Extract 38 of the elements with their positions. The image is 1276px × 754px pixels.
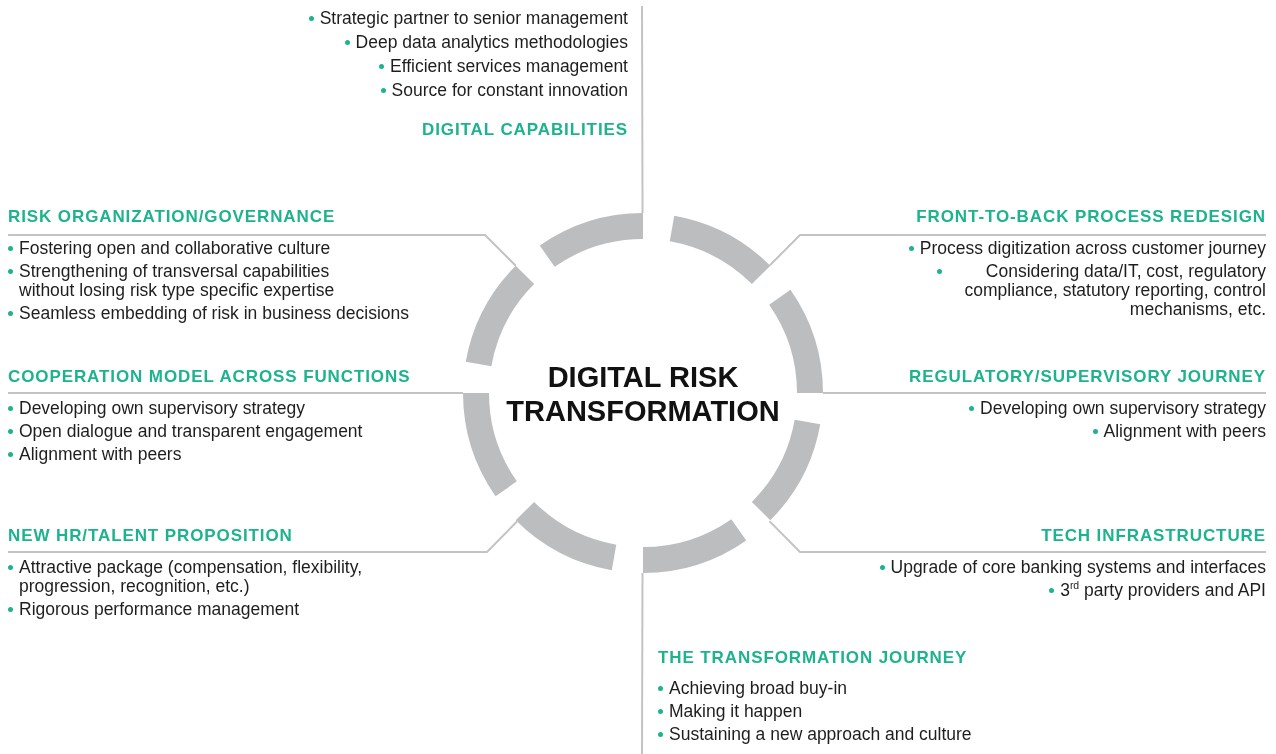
center-title: DIGITAL RISK TRANSFORMATION (505, 360, 781, 428)
bullet-text: Achieving broad buy-in (669, 679, 848, 698)
leader-line (7, 392, 464, 394)
section-heading: FRONT-TO-BACK PROCESS REDESIGN (915, 207, 1266, 227)
bullet-text: Seamless embedding of risk in business decisions (19, 304, 410, 323)
bullet-text: Considering data/IT, cost, regulatory compliance, statutory reporting, control mechanisms, etc. (963, 262, 1266, 319)
bullet-text: Deep data analytics methodologies (355, 33, 628, 52)
section-heading: RISK ORGANIZATION/GOVERNANCE (8, 207, 337, 227)
bullet-text: Attractive package (compensation, flexibility, progression, recognition, etc.) (19, 558, 364, 596)
bullet-text: Sustaining a new approach and culture (669, 725, 972, 744)
leader-line (7, 520, 518, 553)
bullet-text: Open dialogue and transparent engagement (19, 422, 363, 441)
bullet-text: Strengthening of transversal capabilities without losing risk type specific expertise (19, 262, 336, 300)
section-heading: NEW HR/TALENT PROPOSITION (8, 526, 294, 546)
bullet-text: Fostering open and collaborative culture (19, 239, 331, 258)
section-heading: REGULATORY/SUPERVISORY JOURNEY (908, 367, 1266, 387)
bullet-text: Alignment with peers (19, 445, 182, 464)
section-heading: DIGITAL CAPABILITIES (421, 120, 628, 140)
bullet-text: Process digitization across customer journey (919, 239, 1266, 258)
section-heading: THE TRANSFORMATION JOURNEY (658, 648, 969, 668)
leader-line (641, 5, 644, 214)
bullet-text: Strategic partner to senior management (319, 9, 628, 28)
leader-line (822, 392, 1267, 394)
section-heading: COOPERATION MODEL ACROSS FUNCTIONS (8, 367, 412, 387)
bullet-text: Developing own supervisory strategy (980, 399, 1266, 418)
bullet-text: Upgrade of core banking systems and interfaces (890, 558, 1266, 577)
bullet-text: 3$^{rd}$ party providers and API (1060, 581, 1266, 600)
leader-line (768, 234, 1267, 267)
bullet-text: Developing own supervisory strategy (19, 399, 305, 418)
bullet-text: Alignment with peers (1103, 422, 1266, 441)
bullet-text: Rigorous performance management (19, 600, 300, 619)
leader-line (768, 520, 1267, 553)
leader-line (7, 234, 517, 267)
bullet-text: Efficient services management (390, 57, 628, 76)
leader-line (641, 572, 644, 754)
bullet-text: Source for constant innovation (391, 81, 628, 100)
section-heading: TECH INFRASTRUCTURE (1040, 526, 1266, 546)
bullet-text: Making it happen (669, 702, 803, 721)
